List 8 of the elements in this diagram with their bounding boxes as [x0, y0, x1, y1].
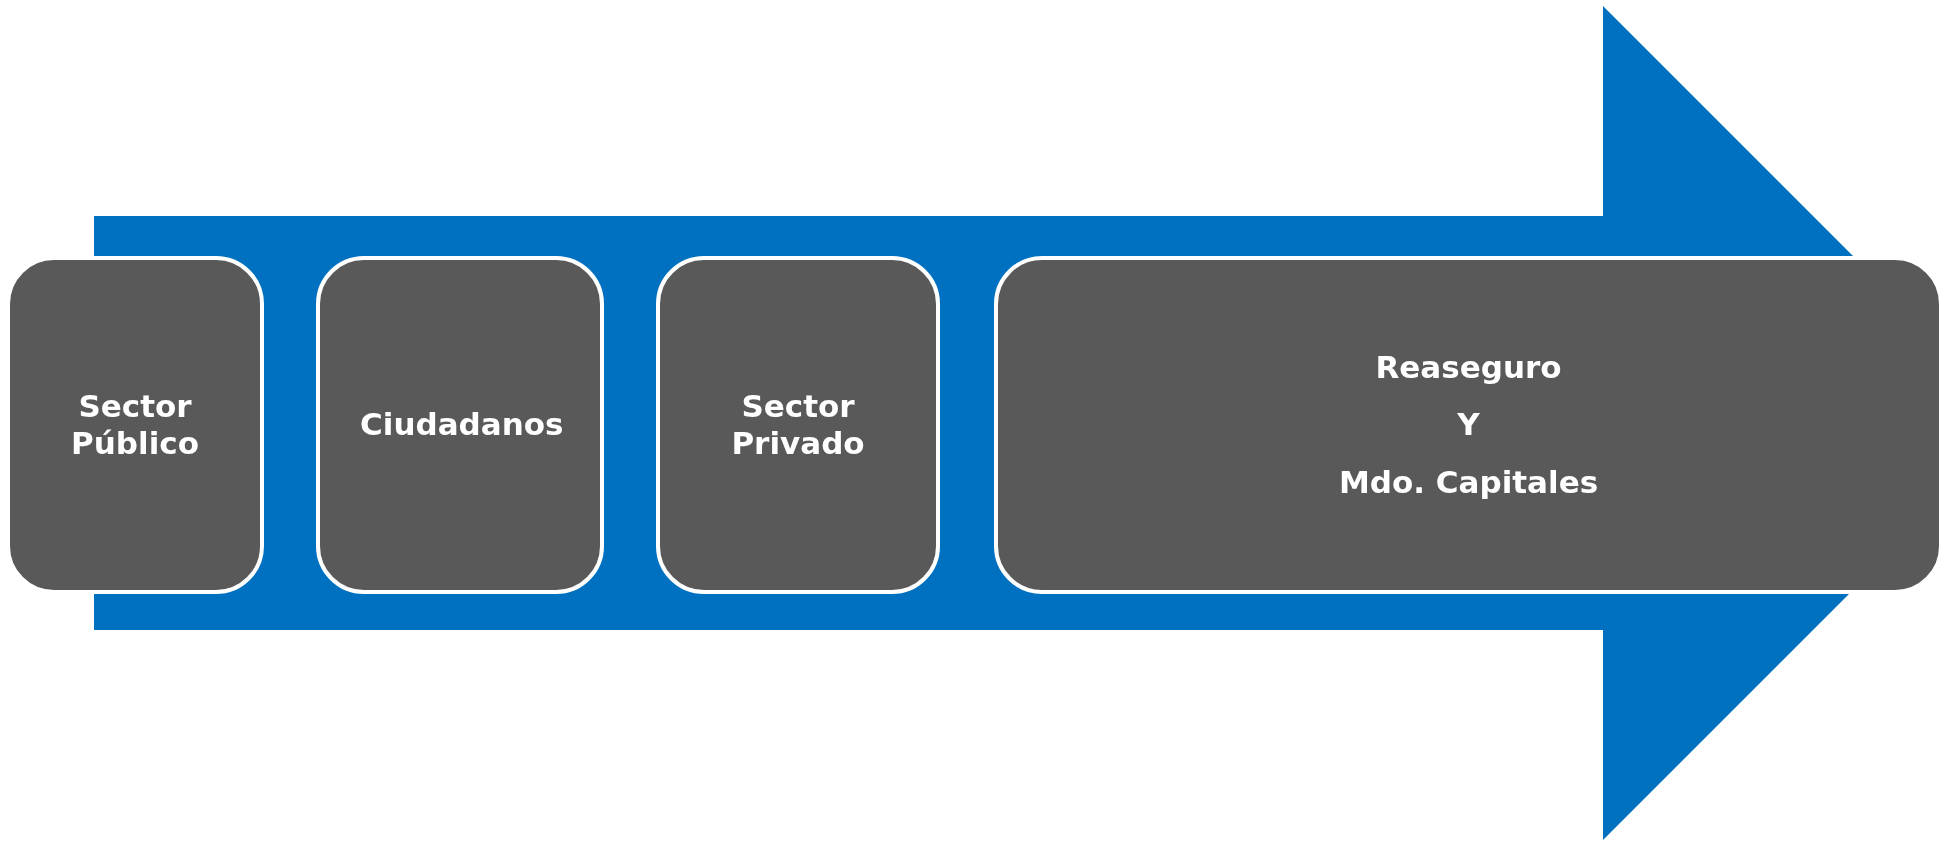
- box-label: Mdo. Capitales: [1338, 463, 1599, 501]
- box-label: Y: [1457, 406, 1480, 444]
- box-label: Ciudadanos: [360, 406, 560, 444]
- box-label: Reaseguro: [1375, 349, 1562, 387]
- process-box: [656, 256, 940, 594]
- process-box: [316, 256, 604, 594]
- box-label: Sector Privado: [730, 387, 866, 463]
- box-label: Sector Público: [70, 387, 200, 463]
